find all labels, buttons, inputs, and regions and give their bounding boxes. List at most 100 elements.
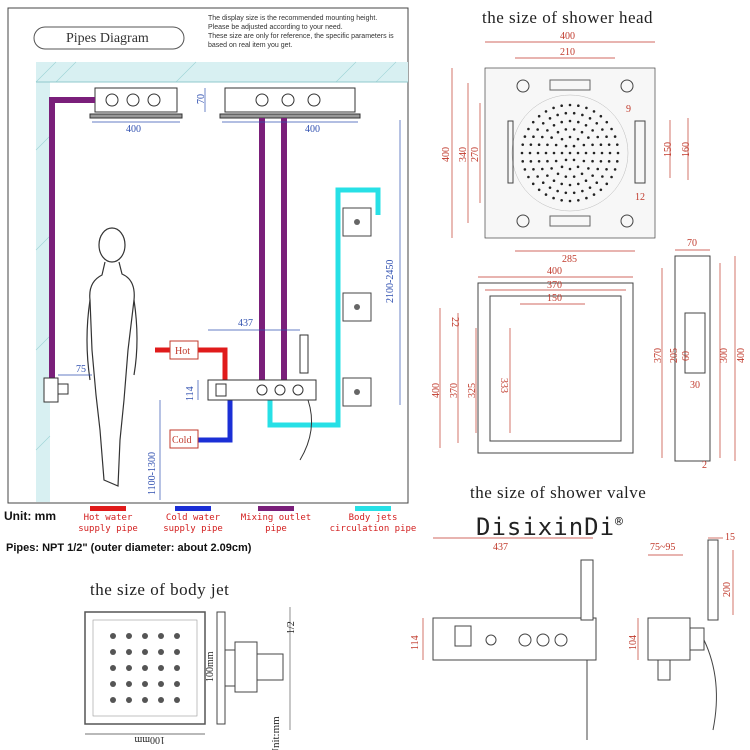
nozzle-dot bbox=[556, 113, 559, 117]
jet-nozzle-dot bbox=[126, 697, 132, 703]
nozzle-dot bbox=[544, 110, 548, 113]
dim-valve-height: 114 bbox=[410, 635, 421, 650]
dim-jet-unit: Unit:mm bbox=[270, 716, 282, 750]
dim-side9: 9 bbox=[626, 104, 631, 115]
nozzle-dot bbox=[577, 104, 580, 108]
nozzle-dot bbox=[564, 128, 568, 131]
nozzle-dot bbox=[596, 135, 600, 139]
nozzle-dot bbox=[564, 191, 568, 195]
nozzle-dot bbox=[599, 188, 603, 192]
nozzle-dot bbox=[556, 130, 560, 134]
jet-nozzle-dot bbox=[142, 665, 148, 671]
nozzle-dot bbox=[572, 144, 576, 148]
legend-swatch bbox=[175, 506, 211, 511]
nozzle-dot bbox=[582, 159, 586, 163]
dim-jet-thread: 1/2 bbox=[286, 621, 297, 634]
jet-nozzle-dot bbox=[174, 633, 180, 639]
dim-view2-150: 150 bbox=[547, 293, 562, 304]
nozzle-dot bbox=[616, 151, 620, 155]
legend-item-mixing: Mixing outlet pipe bbox=[236, 502, 316, 535]
nozzle-dot bbox=[568, 103, 572, 107]
nozzle-dot bbox=[568, 183, 572, 187]
legend-label: Cold water supply pipe bbox=[163, 513, 223, 534]
body-jet-drawing: 100mm 100mm 1/2 Unit:mm bbox=[84, 607, 297, 750]
nozzle-dot bbox=[540, 135, 544, 139]
nozzle-dot bbox=[537, 159, 541, 163]
legend-label: Body jets circulation pipe bbox=[329, 513, 417, 534]
dim-valve-depth: 15 bbox=[725, 532, 735, 543]
jet-nozzle-dot bbox=[126, 649, 132, 655]
nozzle-dot bbox=[564, 158, 568, 162]
jet-nozzle-dot bbox=[110, 681, 116, 687]
nozzle-dot bbox=[613, 168, 617, 171]
nozzle-dot bbox=[572, 158, 576, 162]
jet-nozzle-dot bbox=[142, 697, 148, 703]
spray-nozzles bbox=[520, 103, 620, 203]
nozzle-dot bbox=[610, 175, 613, 179]
nozzle-dot bbox=[588, 117, 592, 120]
dim-side-30: 30 bbox=[690, 380, 700, 391]
nozzle-dot bbox=[610, 127, 613, 131]
nozzle-dot bbox=[591, 129, 594, 132]
dim-side-2: 2 bbox=[702, 460, 707, 471]
nozzle-dot bbox=[527, 175, 530, 179]
dim-h340: 340 bbox=[458, 147, 469, 162]
shower-valve-title: the size of shower valve bbox=[470, 483, 647, 502]
jet-nozzle-dot bbox=[158, 697, 164, 703]
nozzle-dot bbox=[585, 196, 588, 200]
jet-nozzle-dot bbox=[142, 649, 148, 655]
nozzle-dot bbox=[599, 159, 603, 163]
jet-nozzle-dot bbox=[158, 665, 164, 671]
dim-side-60: 60 bbox=[681, 351, 692, 361]
dim-h270: 270 bbox=[470, 147, 481, 162]
nozzle-dot bbox=[531, 182, 535, 186]
nozzle-dot bbox=[550, 167, 553, 170]
dim-jet-height: 100mm bbox=[205, 651, 216, 682]
dim-side-205: 205 bbox=[669, 348, 680, 363]
dim-head2-width: 400 bbox=[305, 124, 320, 135]
nozzle-dot bbox=[537, 114, 541, 118]
nozzle-dot bbox=[596, 167, 600, 171]
jet-nozzle-dot bbox=[174, 665, 180, 671]
dim-view2-h400: 400 bbox=[431, 383, 442, 398]
nozzle-dot bbox=[554, 143, 558, 147]
pipes-note: Pipes: NPT 1/2" (outer diameter: about 2… bbox=[6, 542, 252, 554]
nozzle-dot bbox=[576, 182, 580, 186]
note-line: Please be adjusted according to your nee… bbox=[208, 24, 343, 31]
nozzle-dot bbox=[546, 174, 549, 177]
pipes-diagram-title: Pipes Diagram bbox=[66, 31, 149, 46]
nozzle-dot bbox=[536, 128, 539, 131]
nozzle-dot bbox=[544, 193, 548, 196]
legend-swatch bbox=[355, 506, 391, 511]
nozzle-dot bbox=[587, 136, 590, 139]
dim-view2-370: 370 bbox=[547, 280, 562, 291]
cold-label: Cold bbox=[172, 435, 191, 446]
nozzle-dot bbox=[544, 151, 548, 155]
nozzle-dot bbox=[531, 120, 535, 124]
nozzle-dot bbox=[536, 175, 539, 178]
nozzle-dot bbox=[572, 128, 576, 131]
nozzle-dot bbox=[584, 123, 588, 127]
nozzle-dot bbox=[582, 143, 586, 147]
shower-head-title: the size of shower head bbox=[482, 8, 654, 27]
nozzle-dot bbox=[541, 181, 545, 185]
jet-nozzle-dot bbox=[110, 649, 116, 655]
dim-side160: 160 bbox=[681, 142, 692, 157]
nozzle-dot bbox=[521, 143, 525, 146]
dim-valve-offset: 437 bbox=[238, 318, 253, 329]
dim-side-400: 400 bbox=[736, 348, 747, 363]
jet-nozzle-dot bbox=[126, 681, 132, 687]
nozzle-dot bbox=[556, 189, 559, 193]
nozzle-dot bbox=[577, 198, 580, 202]
jet-nozzle-dot bbox=[158, 681, 164, 687]
body-jet-title: the size of body jet bbox=[90, 580, 230, 599]
nozzle-dot bbox=[537, 188, 541, 192]
ceiling-head-left bbox=[89, 87, 183, 119]
nozzle-dot bbox=[584, 151, 588, 155]
legend-label: Mixing outlet pipe bbox=[240, 513, 312, 534]
pipes-diagram-drawing: 400 400 70 75 437 114 1100-1300 2100-245… bbox=[7, 7, 409, 504]
nozzle-dot bbox=[527, 127, 530, 131]
nozzle-dot bbox=[576, 120, 580, 124]
nozzle-dot bbox=[605, 135, 608, 139]
nozzle-dot bbox=[550, 136, 553, 139]
